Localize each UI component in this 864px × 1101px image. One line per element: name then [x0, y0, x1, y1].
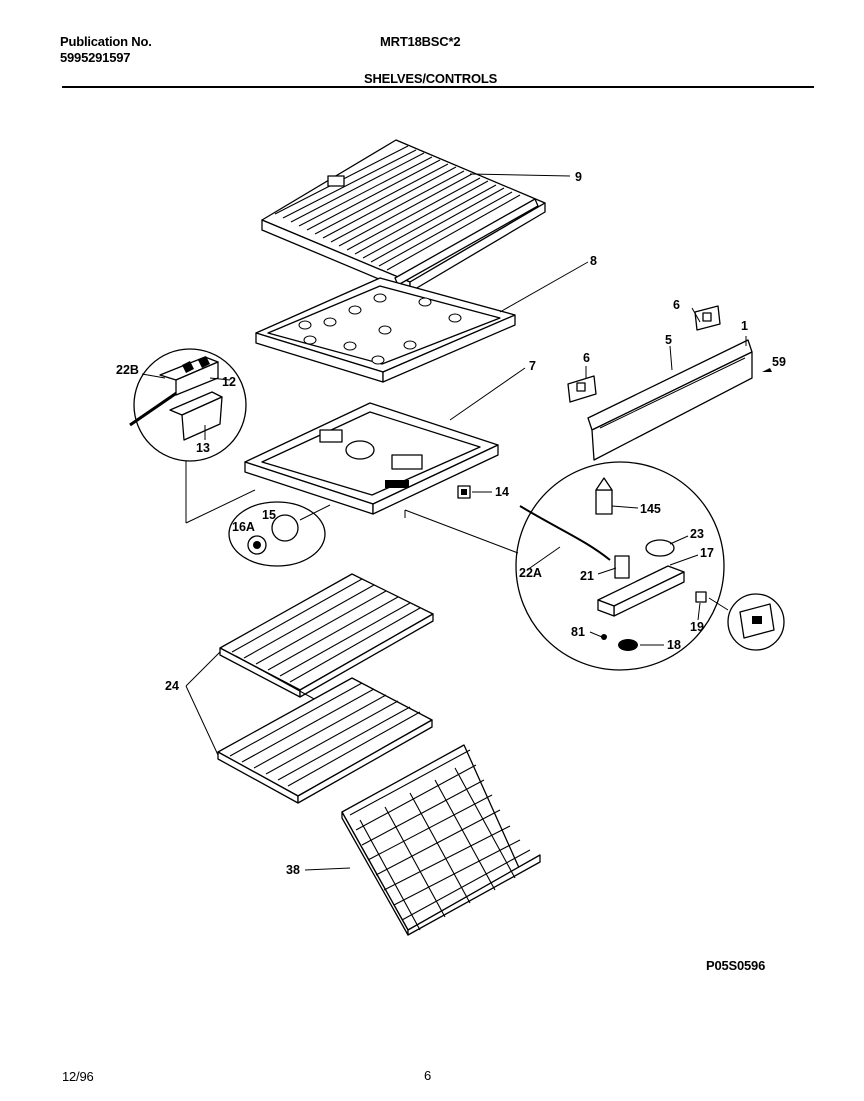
freezer-shelf-grill: [261, 139, 546, 293]
callout-14: 14: [495, 485, 509, 499]
callout-5: 5: [665, 333, 672, 347]
control-panel-cover: [255, 277, 516, 383]
callout-17: 17: [700, 546, 714, 560]
callout-23: 23: [690, 527, 704, 541]
callout-1: 1: [741, 319, 748, 333]
callout-145: 145: [640, 502, 661, 516]
callout-38: 38: [286, 863, 300, 877]
page-number: 6: [424, 1068, 432, 1083]
detail-circle-knob: [228, 501, 331, 567]
callout-16a: 16A: [232, 520, 255, 534]
section-title: SHELVES/CONTROLS: [364, 71, 498, 86]
callout-18: 18: [667, 638, 681, 652]
header-rule: [62, 86, 814, 88]
callout-7: 7: [529, 359, 536, 373]
callout-8: 8: [590, 254, 597, 268]
callout-24: 24: [165, 679, 179, 693]
leader-lines: [141, 173, 747, 871]
mounting-bracket-assembly: [567, 305, 772, 461]
callout-13: 13: [196, 441, 210, 455]
footer-date: 12/96: [62, 1069, 94, 1084]
model-number: MRT18BSC*2: [380, 34, 461, 49]
callout-6-upper: 6: [673, 298, 680, 312]
callout-15: 15: [262, 508, 276, 522]
callout-81: 81: [571, 625, 585, 639]
callout-21: 21: [580, 569, 594, 583]
figure-code: P05S0596: [706, 958, 766, 973]
callout-22b: 22B: [116, 363, 139, 377]
callout-22a: 22A: [519, 566, 542, 580]
publication-number: 5995291597: [60, 50, 131, 65]
publication-label: Publication No.: [60, 34, 152, 49]
callout-9: 9: [575, 170, 582, 184]
wire-shelf-lower: [217, 677, 433, 804]
callout-12: 12: [222, 375, 236, 389]
detail-circle-thermostat: [404, 461, 785, 671]
wire-shelf-upper: [219, 573, 434, 701]
callout-6-lower: 6: [583, 351, 590, 365]
control-housing-panel: [244, 402, 499, 515]
callout-59: 59: [772, 355, 786, 369]
wire-basket: [341, 744, 541, 936]
callout-19: 19: [690, 620, 704, 634]
control-switch: [457, 485, 471, 499]
